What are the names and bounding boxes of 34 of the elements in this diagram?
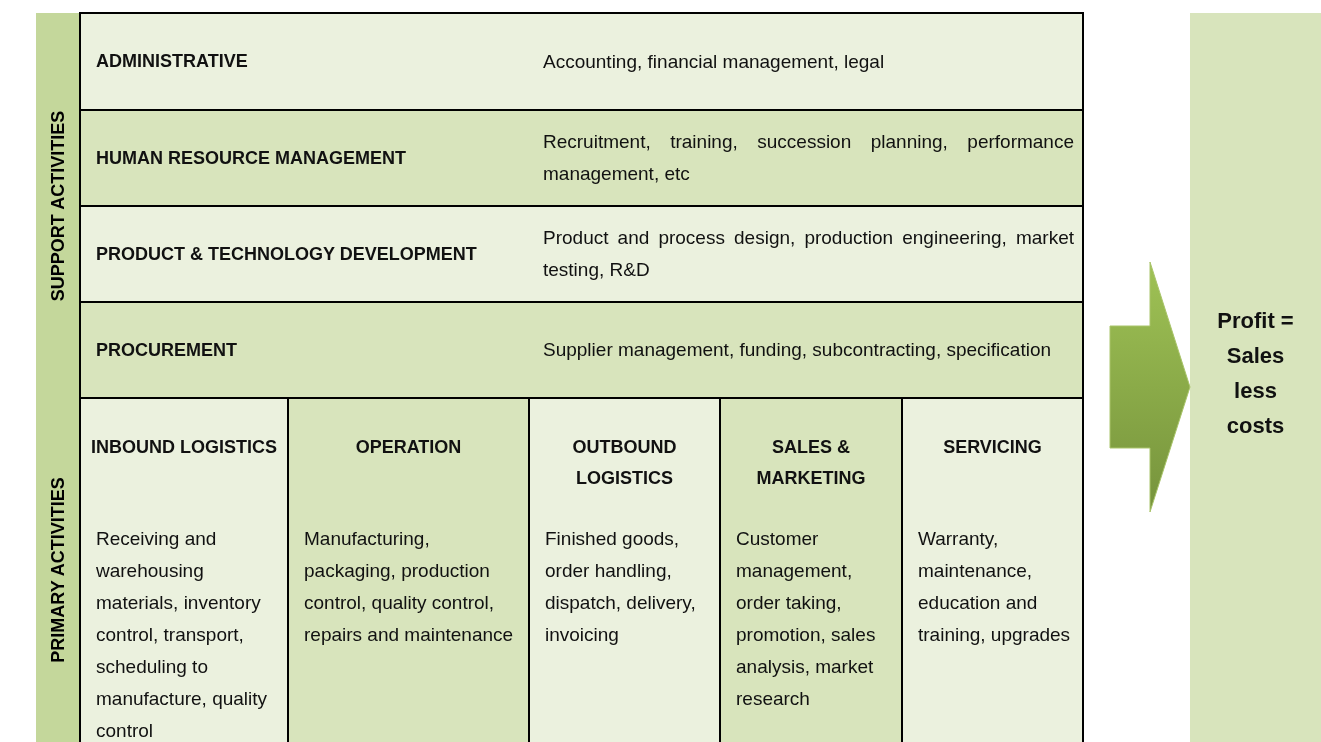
activity-description: Warranty, maintenance, education and training, upgrades [918, 527, 1072, 647]
result-panel [1190, 13, 1321, 742]
activity-column [528, 397, 721, 742]
activity-heading: HUMAN RESOURCE MANAGEMENT [96, 147, 406, 169]
activity-column [79, 397, 289, 742]
activity-row [79, 12, 1084, 111]
activity-description: Finished goods, order handling, dispatch, delivery, invoicing [545, 527, 697, 647]
activity-column [901, 397, 1084, 742]
section-label: PRIMARY ACTIVITIES [47, 477, 69, 663]
section-band [36, 13, 80, 398]
activity-description: Product and process design, production engineering, market testing, R&D [543, 226, 1074, 282]
activity-description: Customer management, order taking, promotion, sales analysis, market research [736, 527, 877, 711]
profit-formula: Profit = Sales less costs [1216, 307, 1295, 440]
activity-column [719, 397, 903, 742]
activity-heading: PRODUCT & TECHNOLOGY DEVELOPMENT [96, 243, 477, 265]
activity-row [79, 205, 1084, 303]
activity-heading: INBOUND LOGISTICS [91, 436, 277, 459]
activity-row [79, 301, 1084, 399]
section-label: SUPPORT ACTIVITIES [47, 110, 69, 301]
block-arrow [1109, 261, 1191, 513]
activity-description: Supplier management, funding, subcontracting, specification [543, 338, 1053, 362]
activity-heading: SERVICING [942, 436, 1043, 459]
activity-description: Receiving and warehousing materials, inventory control, transport, scheduling to manufacture, quality control [96, 527, 269, 742]
activity-heading: OPERATION [354, 436, 463, 459]
activity-description: Accounting, financial management, legal [543, 49, 886, 74]
activity-description: Recruitment, training, succession planning, performance management, etc [543, 130, 1074, 186]
activity-heading: OUTBOUND LOGISTICS [571, 436, 678, 490]
activity-heading: ADMINISTRATIVE [96, 51, 248, 72]
section-band [36, 398, 80, 742]
activity-row [79, 109, 1084, 207]
activity-heading: SALES & MARKETING [755, 436, 867, 490]
activity-heading: PROCUREMENT [96, 339, 237, 361]
activity-column [287, 397, 530, 742]
activity-description: Manufacturing, packaging, production control, quality control, repairs and maintenance [304, 527, 515, 647]
